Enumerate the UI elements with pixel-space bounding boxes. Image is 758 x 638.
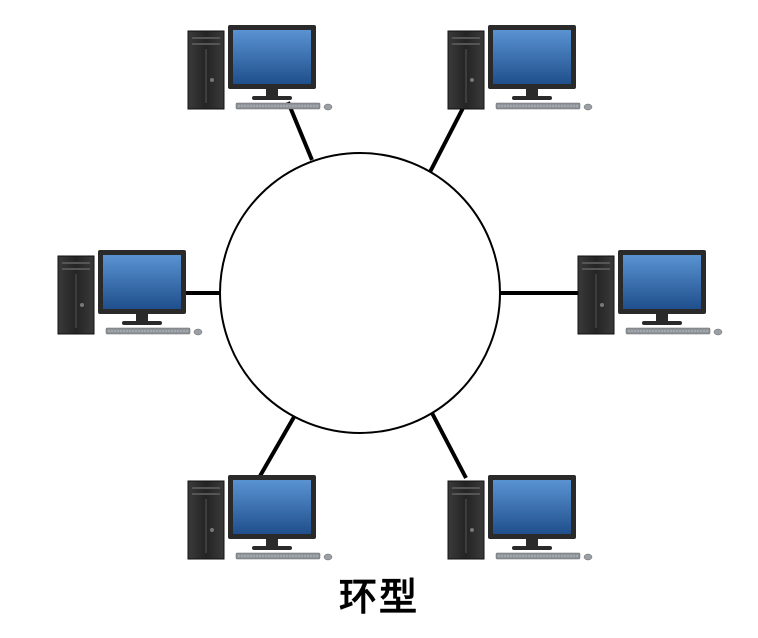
ring-circle xyxy=(220,153,500,433)
desktop-computer-icon xyxy=(578,250,722,335)
desktop-computer-icon xyxy=(188,25,332,110)
computer-middle-left xyxy=(58,250,202,335)
link-top-left xyxy=(288,102,312,160)
desktop-computer-icon xyxy=(58,250,202,335)
link-bottom-right xyxy=(432,413,466,478)
computer-top-left xyxy=(188,25,332,110)
link-bottom-left xyxy=(260,417,294,476)
computer-bottom-right xyxy=(448,475,592,560)
desktop-computer-icon xyxy=(448,25,592,110)
computer-bottom-left xyxy=(188,475,332,560)
link-top-right xyxy=(430,108,463,172)
diagram-caption: 环型 xyxy=(0,566,758,621)
desktop-computer-icon xyxy=(448,475,592,560)
computer-middle-right xyxy=(578,250,722,335)
computer-top-right xyxy=(448,25,592,110)
desktop-computer-icon xyxy=(188,475,332,560)
